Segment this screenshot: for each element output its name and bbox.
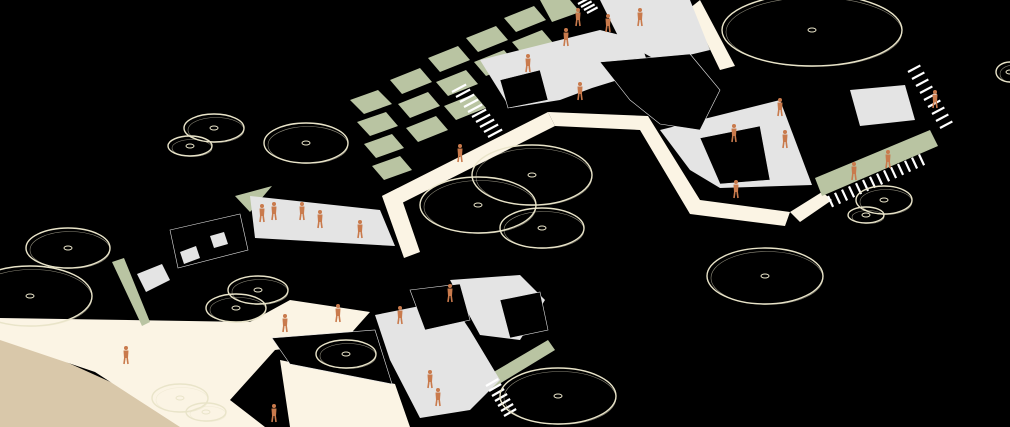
terrace-bed	[364, 134, 404, 158]
floor-upper-top	[600, 0, 710, 62]
staircases	[451, 0, 953, 417]
path-lower-light	[280, 360, 410, 427]
pedestrian-path	[0, 0, 832, 427]
staircase	[577, 0, 599, 14]
path-upper-right	[548, 112, 790, 226]
person-figure	[447, 284, 453, 303]
person-figure	[637, 8, 643, 27]
person-figure	[123, 346, 129, 365]
person-figure	[731, 124, 737, 143]
wall-mass	[499, 69, 549, 109]
path-lower-plaza	[0, 300, 370, 427]
person-figure	[885, 150, 891, 169]
human-figures	[123, 8, 938, 423]
person-figure	[777, 98, 783, 117]
tree-canopy	[227, 275, 289, 305]
tree-canopy	[499, 207, 585, 249]
person-figure	[577, 82, 583, 101]
left-building-openings	[137, 232, 228, 292]
tree-canopy	[721, 0, 903, 67]
wall-mass	[271, 329, 393, 385]
floor-lower-building	[375, 300, 500, 418]
floor-right-room	[850, 85, 915, 126]
tree-canopy	[205, 293, 267, 323]
staircase	[827, 153, 926, 208]
path-upper-top	[690, 0, 735, 70]
tree-canopy	[167, 135, 213, 157]
person-figure	[457, 144, 463, 163]
tree-canopy	[25, 227, 111, 269]
tree-canopy	[151, 383, 209, 413]
terrace-bed	[466, 26, 508, 52]
terrace-bed	[350, 90, 392, 114]
person-figure	[271, 202, 277, 221]
terrace-bed	[357, 112, 398, 136]
wall-mass	[499, 291, 549, 339]
person-figure	[427, 370, 433, 389]
person-figure	[435, 388, 441, 407]
person-figure	[733, 180, 739, 199]
person-figure	[282, 314, 288, 333]
path-right-corner	[790, 192, 832, 222]
person-figure	[525, 54, 531, 73]
wall-mass	[699, 125, 771, 185]
terrace-bed	[504, 6, 546, 32]
opening	[137, 264, 170, 292]
terrace-bed	[540, 0, 580, 22]
terrace-bed	[428, 46, 470, 72]
tree-canopy	[315, 339, 377, 369]
path-upper-diagonal	[382, 112, 555, 208]
person-figure	[397, 306, 403, 325]
terrace-bed	[372, 156, 412, 180]
person-figure	[563, 28, 569, 47]
tree-canopy	[706, 247, 824, 305]
person-figure	[299, 202, 305, 221]
tree-canopy	[995, 61, 1010, 83]
person-figure	[851, 162, 857, 181]
staircase	[907, 64, 953, 129]
tree-canopy	[855, 185, 913, 215]
tree-canopy	[263, 122, 349, 164]
tree-canopy	[499, 367, 617, 425]
terrace-bed	[390, 68, 432, 94]
tree-canopy	[847, 206, 885, 224]
person-figure	[575, 8, 581, 27]
person-figure	[782, 130, 788, 149]
person-figure	[317, 210, 323, 229]
person-figure	[357, 220, 363, 239]
person-figure	[335, 304, 341, 323]
opening	[180, 246, 200, 264]
floor-upper-left-pavilion	[250, 196, 395, 246]
person-figure	[605, 14, 611, 33]
opening	[210, 232, 228, 248]
tree-canopy	[185, 402, 227, 422]
wall-mass	[599, 53, 721, 131]
person-figure	[932, 90, 938, 109]
terrace-wedge-far-left	[112, 258, 150, 326]
terrace-bed	[436, 70, 478, 96]
terrace-strip-right	[815, 130, 938, 196]
tree-canopy	[0, 265, 93, 327]
wall-mass	[169, 213, 249, 269]
tree-canopy	[419, 176, 537, 234]
terrace-bed	[406, 116, 448, 142]
wall-mass	[409, 283, 471, 331]
path-upper-left-descent	[382, 188, 420, 258]
tree-canopy	[183, 113, 245, 143]
terrace-bed	[398, 92, 440, 118]
staircase	[451, 83, 503, 138]
person-figure	[271, 404, 277, 423]
tree-canopy	[471, 144, 593, 206]
person-figure	[259, 204, 265, 223]
